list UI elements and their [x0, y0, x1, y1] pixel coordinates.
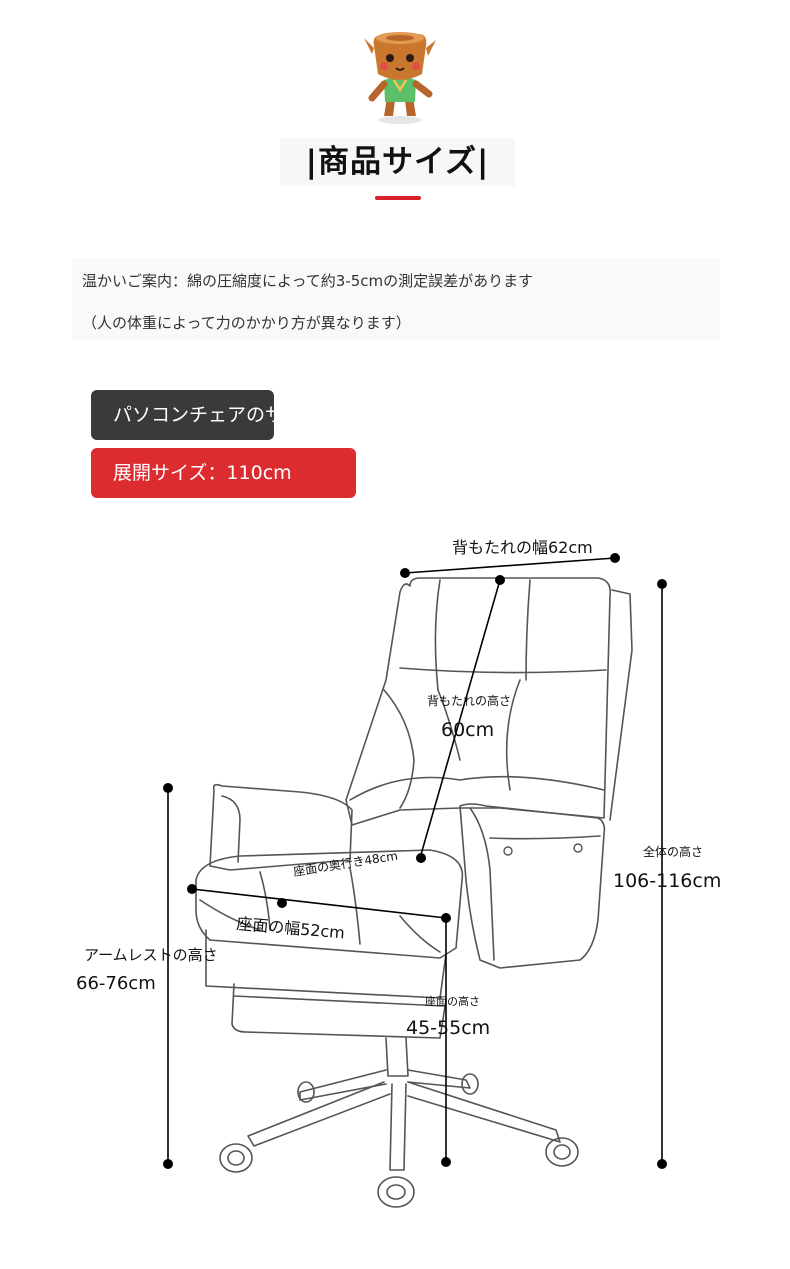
- seat-height-label: 座面の高さ: [425, 994, 480, 1008]
- backrest-height-value: 60cm: [441, 719, 494, 741]
- armrest-height-label: アームレストの高さ: [84, 946, 218, 964]
- seat-height-value: 45-55cm: [406, 1017, 490, 1039]
- mascot-logo-icon: [364, 32, 436, 124]
- backrest-width-label: 背もたれの幅62cm: [452, 538, 593, 557]
- total-height-label: 全体の高さ: [643, 844, 703, 859]
- measurement-lines: [167, 557, 663, 1164]
- chair-outline-drawing: [195, 577, 633, 1208]
- notice-line-1: 温かいご案内：綿の圧縮度によって約3-5cmの測定誤差があります: [82, 272, 534, 290]
- seat-width-label: 座面の幅52cm: [236, 914, 346, 942]
- title-underline: [375, 196, 421, 200]
- backrest-height-label: 背もたれの高さ: [427, 693, 511, 708]
- notice-line-2: （人の体重によって力のかかり方が異なります）: [82, 314, 411, 332]
- expanded-size-tag: 展開サイズ：110cm: [91, 448, 356, 498]
- total-height-value: 106-116cm: [613, 870, 721, 892]
- armrest-height-value: 66-76cm: [76, 973, 156, 994]
- chair-size-tag: パソコンチェアのサ: [91, 390, 274, 440]
- measurement-dots: [163, 553, 667, 1169]
- notice-box: [72, 258, 720, 340]
- page-title: |商品サイズ|: [280, 138, 515, 186]
- chair-dimension-diagram: 背もたれの幅62cm 背もたれの高さ 60cm 全体の高さ 106-116cm …: [76, 538, 721, 1208]
